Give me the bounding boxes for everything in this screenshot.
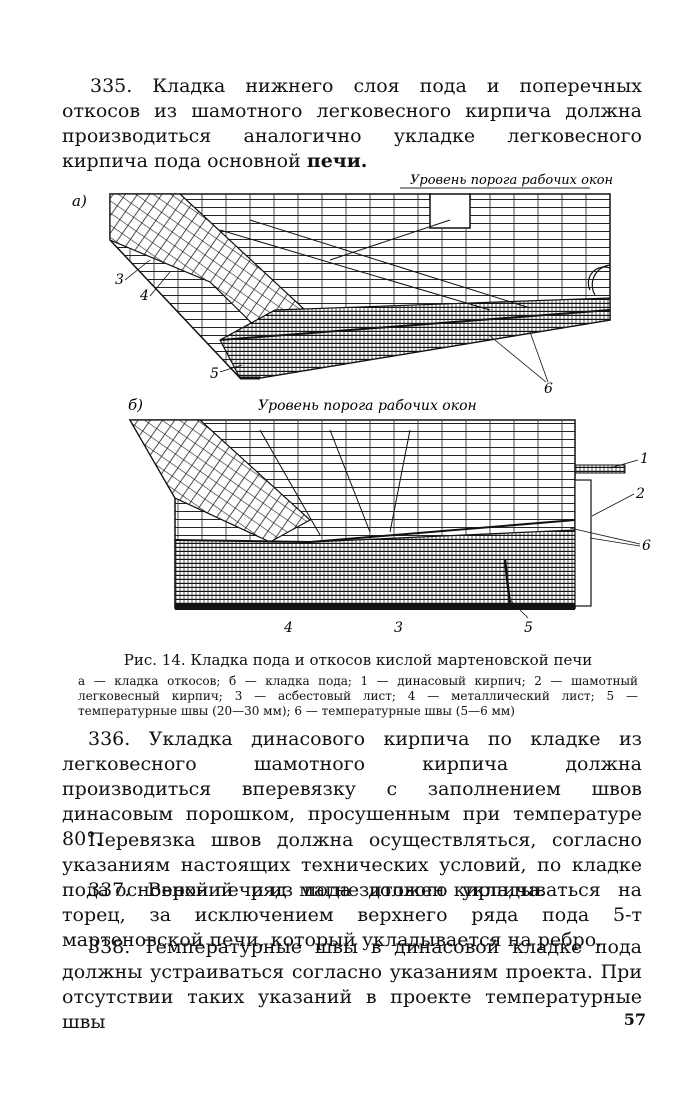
paragraph-335-text: 335. Кладка нижнего слоя пода и поперечн… (62, 75, 642, 172)
page-number: 57 (623, 1010, 646, 1029)
paragraph-337: 337. Верхний ряд пода должен укладыватьс… (62, 879, 642, 951)
level-label-a: Уровень порога рабочих окон (410, 173, 613, 188)
callout-b-1: 1 (640, 451, 649, 467)
paragraph-335: 335. Кладка нижнего слоя пода и поперечн… (62, 74, 642, 174)
paragraph-336-continued: Перевязка швов должна осуществляться, со… (62, 829, 642, 901)
paragraph-335-bold: печи. (306, 150, 368, 172)
callout-b-5: 5 (524, 620, 533, 636)
drawing-a: а) Уровень порога рабочих окон 3 4 5 6 (72, 173, 613, 397)
label-a: а) (72, 192, 87, 210)
level-label-b: Уровень порога рабочих окон (258, 398, 477, 414)
callout-a-5: 5 (210, 366, 219, 382)
callout-b-3: 3 (394, 620, 403, 636)
caption-title: Рис. 14. Кладка пода и откосов кислой ма… (123, 651, 593, 669)
callout-a-4: 4 (139, 288, 149, 304)
figure-14: а) Уровень порога рабочих окон 3 4 5 6 б… (72, 173, 651, 636)
paragraph-336: 336. Укладка динасового кирпича по кладк… (62, 728, 642, 850)
label-b: б) (128, 396, 143, 414)
figure-caption: Рис. 14. Кладка пода и откосов кислой ма… (78, 650, 638, 719)
callout-a-3: 3 (115, 272, 124, 288)
drawing-b: б) Уровень порога рабочих окон 1 2 6 4 3… (128, 396, 651, 636)
callout-b-6: 6 (642, 538, 651, 554)
caption-legend: а — кладка откосов; б — кладка пода; 1 —… (78, 674, 638, 718)
callout-b-2: 2 (635, 486, 645, 502)
callout-a-6: 6 (544, 381, 553, 397)
callout-b-4: 4 (283, 620, 293, 636)
paragraph-338: 338. Температурные швы в динасовой кладк… (62, 936, 642, 1033)
